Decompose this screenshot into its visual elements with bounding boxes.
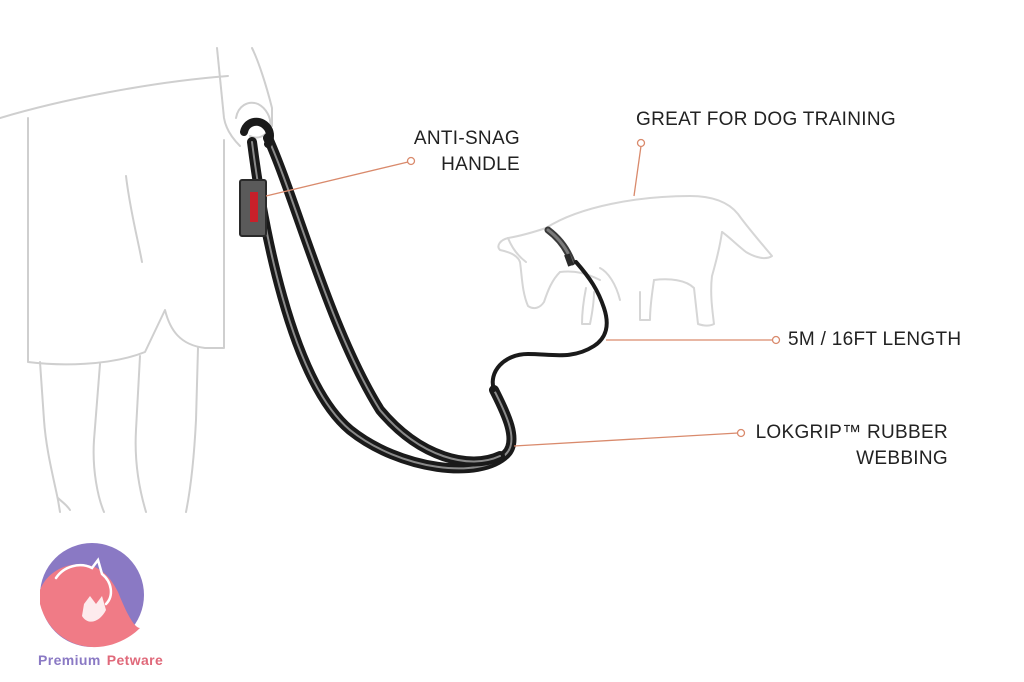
dog-sketch [497,195,773,327]
dog-collar [544,226,576,267]
callout-webbing-line2: WEBBING [856,448,948,469]
brand-word-petware: Petware [106,652,164,668]
callout-line-training [633,145,642,197]
callout-handle-line1: ANTI-SNAG [413,128,520,149]
brand-name: Premium Petware [38,652,163,668]
premium-petware-logo [40,543,144,648]
callout-webbing-line1: LOKGRIP™ RUBBER [755,422,948,443]
leash-illustration [240,117,609,474]
callout-handle-line2: HANDLE [441,154,520,175]
callout-line-webbing [513,432,739,447]
callout-line-handle [265,161,409,197]
callout-lines [265,138,781,447]
callout-lokgrip-webbing: LOKGRIP™ RUBBER WEBBING [748,420,948,472]
person-legs-sketch [0,47,273,513]
callout-anti-snag-handle: ANTI-SNAG HANDLE [392,126,520,178]
callout-dog-training: GREAT FOR DOG TRAINING [636,109,896,130]
callout-length: 5M / 16FT LENGTH [788,329,962,350]
leash-handle [239,179,267,237]
brand-word-premium: Premium [38,652,101,668]
